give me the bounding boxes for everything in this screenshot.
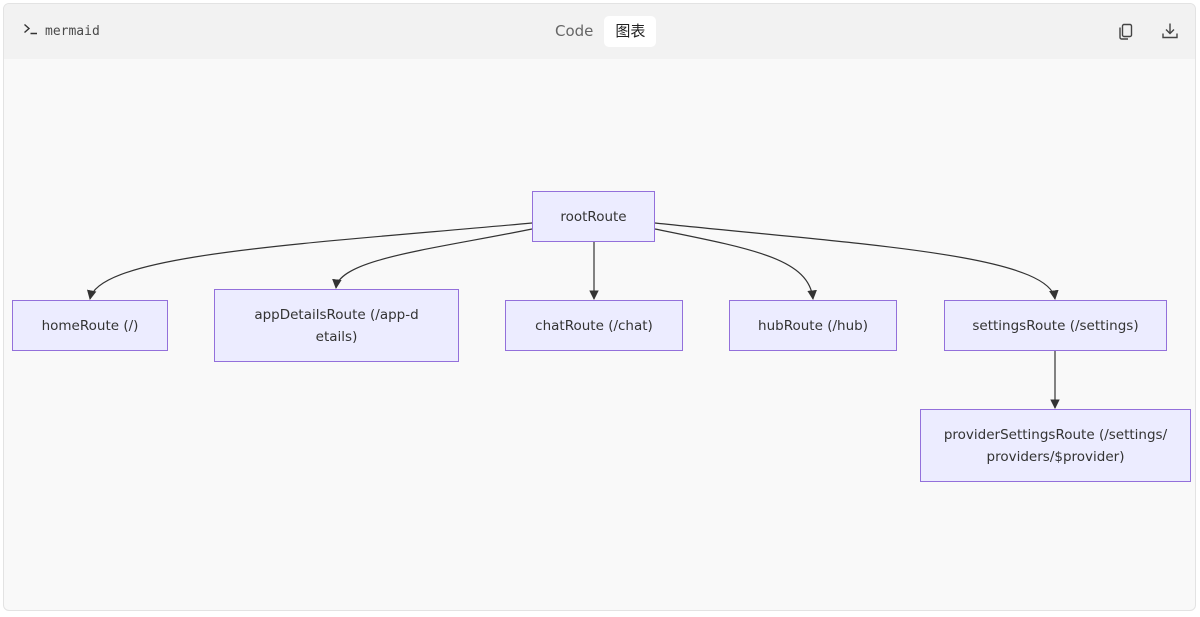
copy-icon[interactable] bbox=[1115, 20, 1137, 42]
edge-rootRoute-to-homeRoute bbox=[87, 222, 533, 300]
view-tabs: Code 图表 bbox=[544, 16, 657, 47]
node-settingsRoute: settingsRoute (/settings) bbox=[944, 300, 1167, 351]
download-icon[interactable] bbox=[1159, 20, 1181, 42]
node-homeRoute: homeRoute (/) bbox=[12, 300, 168, 351]
node-label: appDetailsRoute (/app-details) bbox=[254, 306, 419, 345]
node-appDetailsRoute: appDetailsRoute (/app-details) bbox=[214, 289, 459, 362]
node-label: rootRoute bbox=[560, 208, 627, 225]
node-chatRoute: chatRoute (/chat) bbox=[505, 300, 683, 351]
node-label: hubRoute (/hub) bbox=[758, 317, 868, 334]
node-label: settingsRoute (/settings) bbox=[972, 317, 1139, 334]
node-label: homeRoute (/) bbox=[41, 317, 139, 334]
node-hubRoute: hubRoute (/hub) bbox=[729, 300, 897, 351]
node-providerSettingsRoute: providerSettingsRoute (/settings/provide… bbox=[920, 409, 1191, 482]
language-name: mermaid bbox=[45, 23, 100, 39]
node-label: chatRoute (/chat) bbox=[535, 317, 653, 334]
language-label: mermaid bbox=[23, 23, 100, 39]
tab-diagram[interactable]: 图表 bbox=[604, 16, 657, 47]
edge-rootRoute-to-settingsRoute bbox=[654, 222, 1059, 300]
diagram-canvas: rootRoute homeRoute (/) appDetailsRoute (/… bbox=[4, 59, 1195, 610]
edge-rootRoute-to-hubRoute bbox=[654, 228, 817, 300]
diagram-edges bbox=[87, 222, 1060, 409]
terminal-icon bbox=[23, 23, 39, 39]
edge-rootRoute-to-appDetailsRoute bbox=[332, 228, 533, 289]
node-label: providerSettingsRoute (/settings/provide… bbox=[943, 426, 1168, 465]
code-block-header: mermaid Code 图表 bbox=[4, 4, 1195, 59]
tab-code[interactable]: Code bbox=[555, 22, 594, 40]
node-rootRoute: rootRoute bbox=[532, 191, 655, 242]
mermaid-code-block: mermaid Code 图表 bbox=[3, 3, 1196, 611]
